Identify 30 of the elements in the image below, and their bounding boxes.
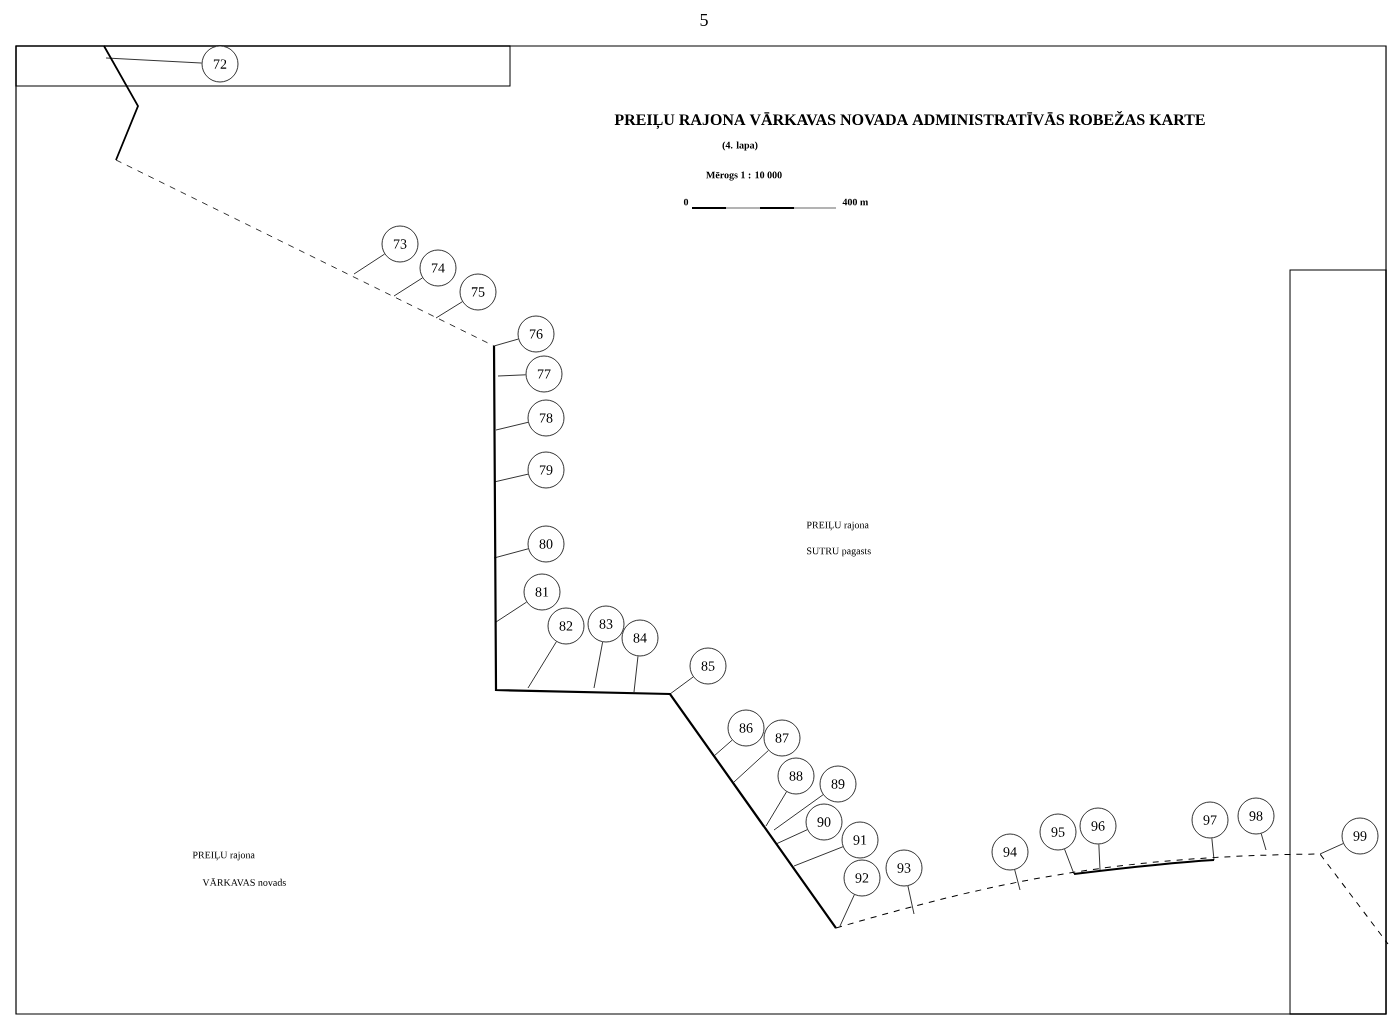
leader-line (713, 739, 733, 757)
leader-line (775, 829, 808, 845)
leader-line (793, 846, 844, 867)
leader-line (669, 676, 694, 695)
leader-line (105, 57, 203, 64)
leader-line (393, 277, 423, 297)
leader-line (733, 750, 769, 783)
leader-line (493, 548, 529, 559)
leader-line (1064, 848, 1075, 875)
leader-line (1260, 833, 1267, 851)
leader-line (1098, 844, 1101, 871)
leader-line (495, 421, 529, 431)
label: 5 (700, 14, 708, 26)
leader-line (1211, 837, 1215, 861)
leader-line (773, 794, 824, 831)
leader-line (435, 301, 463, 319)
leader-line (633, 655, 639, 693)
diagram-title: PREIĻU RAJONA VĀRKAVAS NOVADA ADMINISTRATĪVĀS ROBEŽAS KARTE (614, 111, 1205, 129)
leader-line (839, 894, 855, 927)
leader-line (497, 374, 527, 377)
leader-line (765, 791, 787, 827)
leader-line (907, 885, 915, 915)
leader-line (593, 641, 603, 689)
leader-line (527, 641, 557, 689)
leader-line (1014, 869, 1021, 891)
leader-line (493, 473, 529, 483)
leader-line (1319, 843, 1344, 855)
leader-line (353, 253, 385, 275)
leader-line (493, 338, 519, 347)
leader-line (495, 601, 527, 623)
